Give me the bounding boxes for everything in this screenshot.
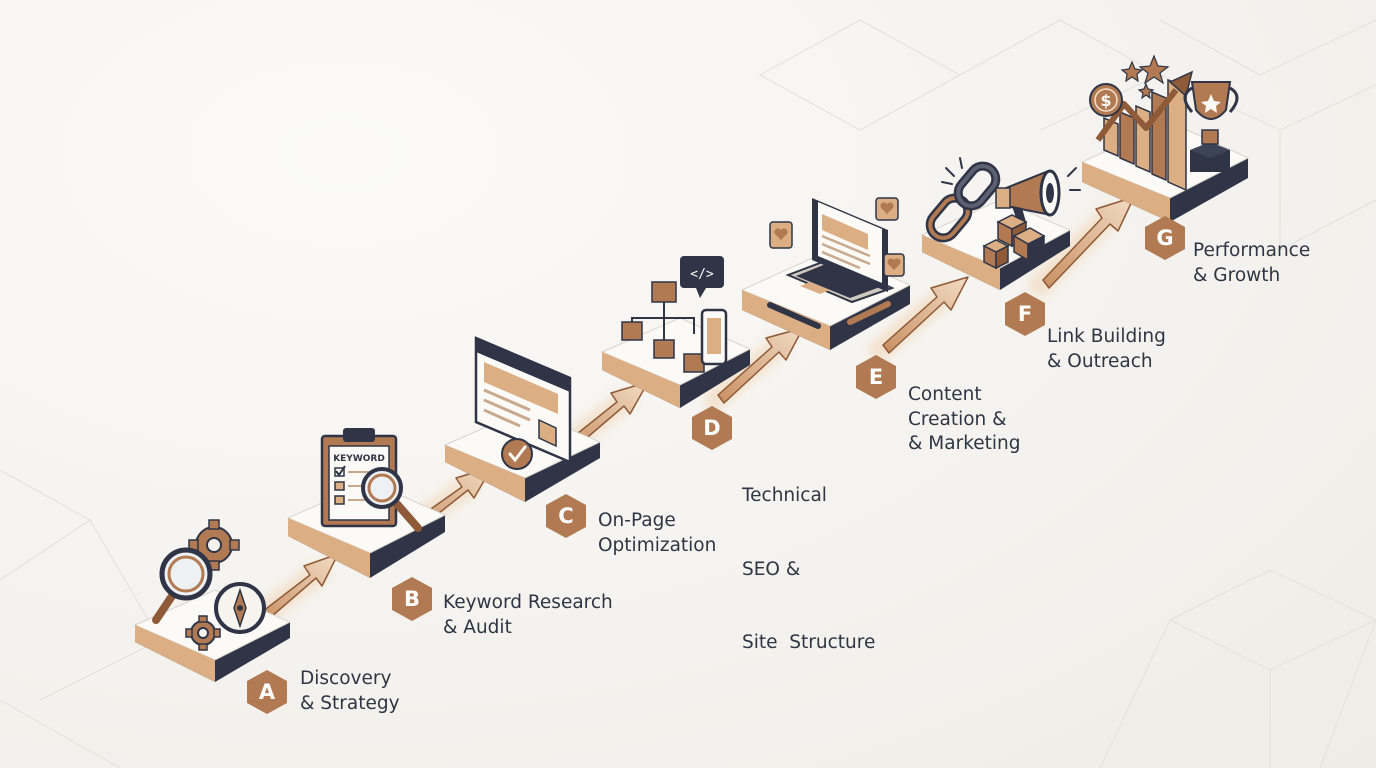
step-letter: D <box>703 416 721 440</box>
step-label-line: Optimization <box>598 534 717 556</box>
heart-icon <box>883 253 905 277</box>
clipboard-label: KEYWORD <box>333 454 385 464</box>
compass-icon <box>214 582 266 634</box>
gear-icon <box>188 519 240 571</box>
magnifier-icon <box>152 547 213 624</box>
arrow-f-g <box>1029 196 1135 296</box>
gear-icon <box>185 615 221 651</box>
spark-lines <box>941 157 1081 191</box>
step-letter: E <box>868 365 884 389</box>
step-label-line: Technical <box>742 485 827 506</box>
bar-chart-icon <box>1095 70 1194 192</box>
browser-window-icon <box>474 336 572 464</box>
step-label-line: SEO & <box>742 558 801 580</box>
heart-icon <box>769 221 793 249</box>
pen-icon <box>767 301 891 329</box>
step-label-d: Technical SEO & Site Structure <box>742 435 875 680</box>
step-label-line: & Growth <box>1193 264 1281 286</box>
checkmark-icon <box>501 438 533 470</box>
laptop-icon <box>785 198 895 304</box>
step-label-line: Content <box>908 384 982 405</box>
heart-icon <box>875 197 899 221</box>
step-label-b: Keyword Research & Audit <box>443 591 613 640</box>
chain-link-icon <box>925 161 1001 243</box>
step-label-f: Link Building & Outreach <box>1047 325 1166 374</box>
step-label-line: & Strategy <box>300 692 400 714</box>
step-label-line: Creation & <box>908 408 1007 430</box>
step-label-line: Link Building <box>1047 326 1166 347</box>
step-badge-e: E <box>856 355 896 399</box>
step-letter: A <box>258 680 276 704</box>
step-label-line: Performance <box>1193 240 1311 261</box>
step-label-e: Content Creation & & Marketing <box>908 383 1021 457</box>
step-letter: F <box>1017 302 1033 326</box>
step-label-line: Discovery <box>300 668 392 689</box>
step-label-a: Discovery & Strategy <box>300 667 400 716</box>
sitemap-icon <box>621 281 705 373</box>
step-letter: G <box>1156 226 1174 250</box>
arrow-e-f <box>869 276 969 361</box>
step-label-line: & Audit <box>443 616 512 638</box>
trophy-icon <box>1183 81 1239 172</box>
arrow-d-e <box>704 327 804 411</box>
box-icon <box>982 214 1046 270</box>
step-label-c: On-Page Optimization <box>598 509 716 558</box>
step-label-line: On-Page <box>598 510 676 531</box>
step-badge-d: D <box>692 406 732 450</box>
code-bubble-icon: </> <box>680 256 724 298</box>
code-tag: </> <box>690 267 714 282</box>
step-letter: B <box>403 587 420 611</box>
step-label-g: Performance & Growth <box>1193 239 1310 288</box>
star-icon <box>1120 54 1170 100</box>
magnifier-icon <box>361 467 422 532</box>
svg-text:$: $ <box>1100 91 1111 110</box>
step-label-line: & Outreach <box>1047 350 1153 372</box>
step-label-line: Site Structure <box>742 632 876 653</box>
step-letter: C <box>558 504 574 528</box>
step-label-line: Keyword Research <box>443 592 613 613</box>
mobile-icon <box>700 308 728 366</box>
dollar-coin-icon: $ <box>1089 83 1123 117</box>
step-label-line: & Marketing <box>908 433 1021 454</box>
